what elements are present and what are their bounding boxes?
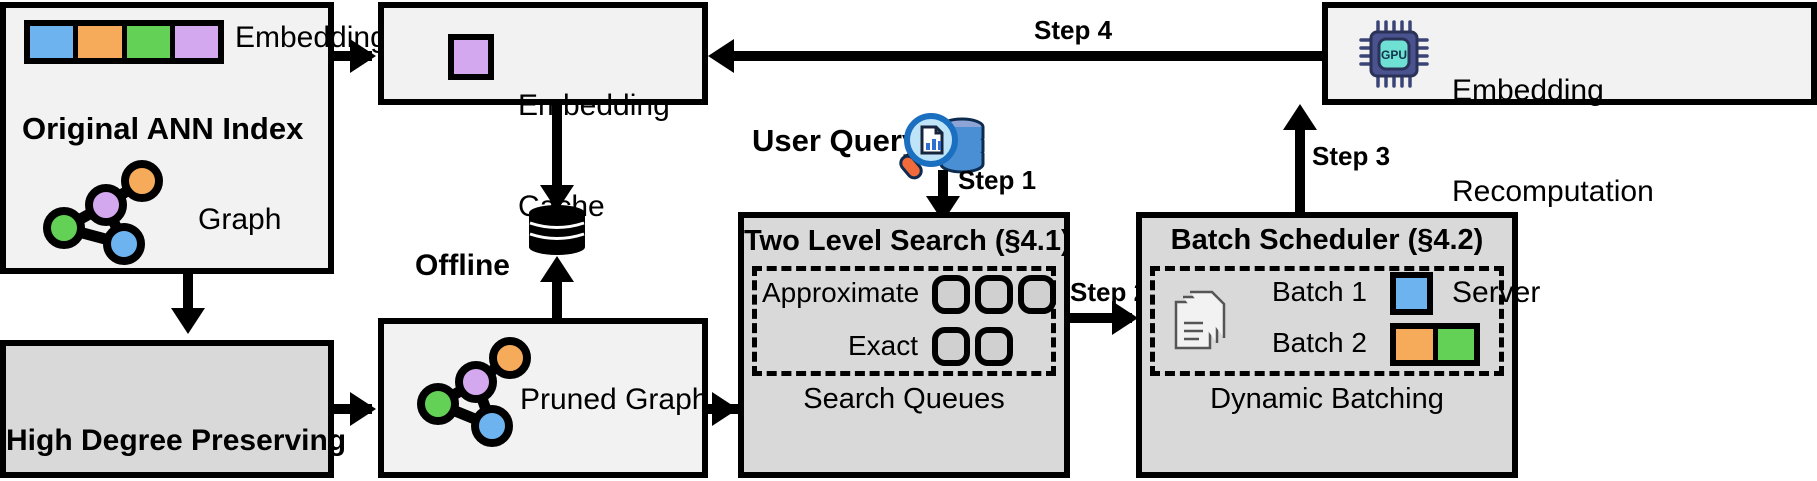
search-queues-dashed-region	[752, 266, 1056, 376]
exact-label: Exact	[848, 330, 919, 361]
batch2-chip-orange	[1396, 329, 1438, 360]
step4-label: Step 4	[1034, 15, 1113, 45]
arrow-index-to-pruning-head	[171, 308, 205, 334]
embedding-cache-box	[378, 2, 708, 105]
offline-storage-line1: Offline	[415, 249, 510, 283]
recomputation-server-line1: Embedding	[1452, 74, 1604, 108]
two-level-search-title: Two Level Search (§4.1)	[744, 225, 1071, 257]
arrow-step4-shaft	[730, 51, 1322, 61]
ann-index-graph-icon	[38, 160, 168, 265]
queue-slot	[932, 275, 970, 314]
user-query-search-database-icon	[898, 108, 990, 184]
embedding-swatch-orange	[78, 26, 127, 58]
embedding-cache-chip-icon	[448, 34, 494, 80]
approximate-queue-slots	[932, 275, 1056, 314]
search-queues-caption: Search Queues	[803, 383, 1005, 415]
embedding-cache-line1: Embedding	[518, 89, 670, 123]
arrow-step2-shaft	[1070, 313, 1132, 323]
documents-stack-icon	[1172, 290, 1228, 354]
pruned-graph-label: Pruned Graph	[520, 383, 709, 416]
dynamic-batching-dashed-region	[1150, 266, 1504, 376]
original-ann-index-title: Original ANN Index	[22, 111, 304, 146]
arrow-step4-head	[708, 39, 734, 73]
batch2-chip-strip	[1390, 323, 1480, 366]
recomputation-server-line3: Server	[1452, 275, 1541, 309]
two-level-search-box	[738, 212, 1070, 478]
recomputation-server-title: Embedding Recomputation Server	[1452, 7, 1654, 377]
arrow-step3-head	[1283, 104, 1317, 130]
gpu-chip-text: GPU	[1381, 48, 1407, 62]
arrow-pruned-to-storage-shaft	[552, 282, 562, 340]
arrow-index-to-cache-head	[350, 39, 376, 73]
batch-scheduler-title: Batch Scheduler (§4.2)	[1170, 224, 1484, 256]
arrow-cache-to-storage-shaft	[552, 105, 562, 193]
queue-slot	[975, 275, 1013, 314]
arrow-pruned-to-storage-head	[540, 256, 574, 282]
arrow-pruning-to-pruned-head	[350, 392, 376, 426]
arrow-index-to-pruning-shaft	[183, 274, 193, 310]
user-query-label: User Query	[752, 123, 920, 158]
offline-storage-database-icon	[528, 205, 586, 255]
step1-label: Step 1	[958, 165, 1037, 195]
pruned-graph-icon	[412, 337, 532, 452]
embedding-swatch-purple	[174, 26, 218, 58]
embedding-swatch-strip	[24, 20, 224, 64]
queue-slot	[1018, 275, 1056, 314]
arrow-pruned-to-search-head	[712, 392, 738, 426]
dynamic-batching-caption: Dynamic Batching	[1210, 383, 1444, 415]
graph-pruning-title: High Degree Preserving Graph Pruning (§5…	[6, 357, 347, 481]
recomputation-server-line2: Recomputation	[1452, 174, 1654, 208]
graph-pruning-line1: High Degree Preserving	[6, 424, 347, 458]
step3-label: Step 3	[1312, 141, 1391, 171]
approximate-label: Approximate	[762, 277, 920, 308]
batch2-chip-green	[1437, 329, 1474, 360]
embedding-swatch-green	[126, 26, 175, 58]
batch1-chip-blue	[1390, 272, 1433, 315]
batch1-label: Batch 1	[1272, 276, 1367, 307]
arrow-step2-head	[1112, 301, 1138, 335]
exact-queue-slots	[932, 327, 1013, 366]
embedding-swatch-blue	[30, 26, 79, 58]
gpu-chip-icon: GPU	[1358, 20, 1430, 88]
graph-label: Graph	[198, 203, 282, 236]
queue-slot	[975, 327, 1013, 366]
batch2-label: Batch 2	[1272, 327, 1367, 358]
arrow-step1-shaft	[938, 170, 948, 202]
arrow-step3-shaft	[1295, 130, 1305, 212]
graph-pruning-box	[0, 340, 334, 478]
queue-slot	[932, 327, 970, 366]
